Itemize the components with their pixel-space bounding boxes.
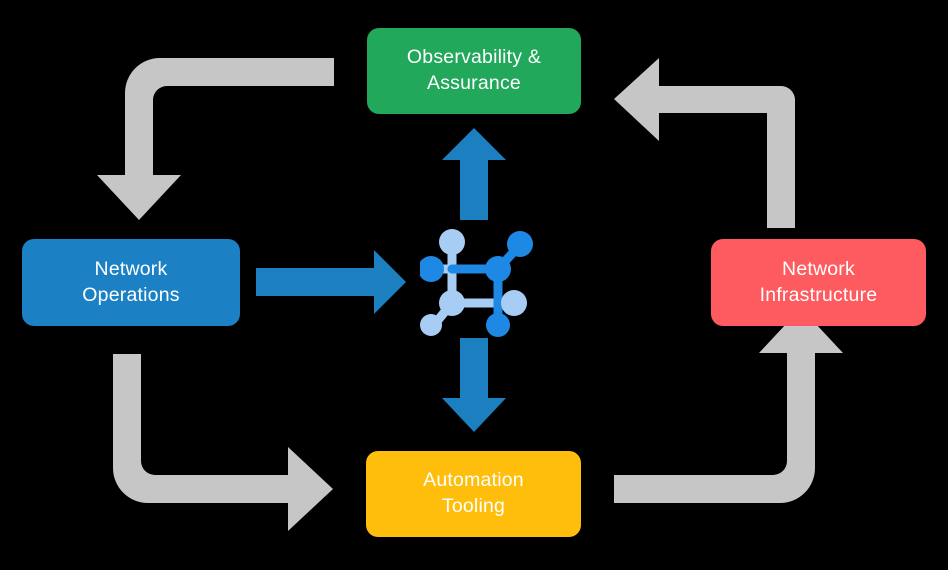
node-network-infrastructure[interactable]: Network Infrastructure <box>711 239 926 326</box>
blue-arrow-center-to-observability <box>442 128 506 220</box>
node-automation-tooling[interactable]: Automation Tooling <box>366 451 581 537</box>
network-topology-icon <box>420 229 533 337</box>
gray-arrow-infrastructure-to-observability <box>614 58 795 228</box>
blue-arrow-operations-to-center <box>256 250 406 314</box>
node-network-operations[interactable]: Network Operations <box>22 239 240 326</box>
node-observability-assurance[interactable]: Observability & Assurance <box>367 28 581 114</box>
gray-arrow-operations-to-automation <box>113 354 333 531</box>
gray-arrow-observability-to-operations <box>97 58 334 220</box>
blue-arrow-center-to-automation <box>442 338 506 432</box>
gray-arrow-automation-to-infrastructure <box>614 308 843 503</box>
